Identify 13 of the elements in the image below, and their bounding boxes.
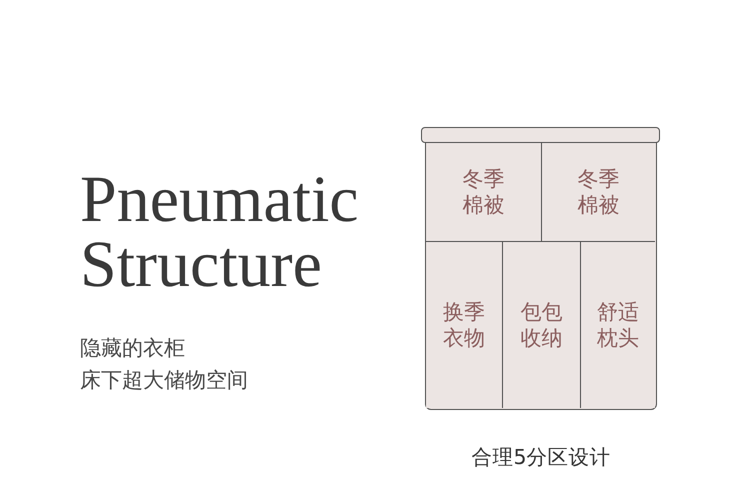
- compartment-label: 舒适枕头: [596, 299, 640, 351]
- storage-compartment: [426, 143, 542, 242]
- bed-frame: [425, 142, 657, 410]
- caption: 合理5分区设计: [472, 444, 611, 471]
- subtitle-text: 隐藏的衣柜: [80, 335, 185, 362]
- compartment-label: 冬季棉被: [462, 166, 506, 218]
- compartment-label: 冬季棉被: [576, 166, 620, 218]
- headboard: [421, 127, 660, 143]
- storage-compartment: [426, 242, 503, 408]
- compartment-label: 包包收纳: [520, 299, 564, 351]
- compartment-label: 换季衣物: [442, 299, 486, 351]
- subtitle-text: 床下超大储物空间: [80, 367, 248, 394]
- title: Pneumatic Structure: [80, 167, 359, 297]
